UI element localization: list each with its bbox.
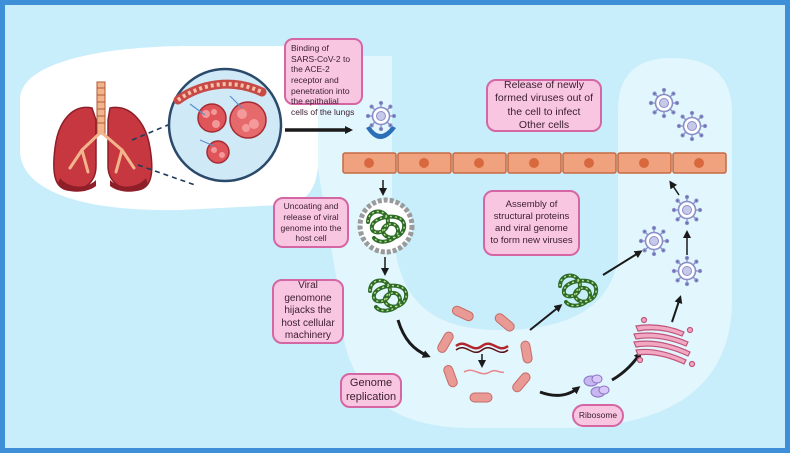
label-uncoating-text: Uncoating and release of viral genome in… [280, 201, 342, 244]
lungs-icon [53, 81, 153, 192]
label-release-text: Release of newly formed viruses out of t… [494, 79, 594, 131]
ace2-receptor-icon [366, 126, 396, 139]
arrow-to-new-virus [602, 250, 643, 276]
arrow-to-golgi [611, 351, 642, 382]
replication-vesicles-icon [437, 305, 533, 403]
label-ribosome: Ribosome [572, 404, 624, 427]
released-virus-icon-1 [648, 87, 680, 119]
label-uncoating: Uncoating and release of viral genome in… [273, 197, 349, 248]
label-hijack: Viral genomone hijacks the host cellular… [272, 279, 344, 344]
ribosome-icon [583, 374, 610, 398]
new-virus-icon-1 [638, 225, 670, 257]
new-virus-icon-3 [671, 194, 703, 226]
rna-strand-icon [455, 342, 509, 350]
arrow-to-ribosome [539, 386, 581, 397]
alveoli-magnified-icon [167, 67, 283, 183]
label-assembly-text: Assembly of structural proteins and vira… [490, 199, 573, 246]
label-replication-text: Genome replication [345, 376, 397, 403]
label-binding: Binding of SARS-CoV-2 to the ACE-2 recep… [284, 38, 363, 117]
rna-copy-icon [463, 369, 505, 375]
label-assembly: Assembly of structural proteins and vira… [483, 190, 580, 256]
golgi-apparatus-icon [633, 316, 696, 368]
u-channel [300, 56, 732, 428]
released-virus-icon-2 [676, 110, 708, 142]
arrow-golgi-to-virus [671, 295, 683, 323]
new-virus-icon-2 [671, 255, 703, 287]
label-release: Release of newly formed viruses out of t… [486, 79, 602, 132]
arrow-to-assembly-genome [529, 304, 563, 331]
epithelial-cell-row [342, 152, 727, 174]
label-ribosome-text: Ribosome [578, 410, 618, 421]
label-replication: Genome replication [340, 373, 402, 408]
uncoating-vesicle-icon [357, 197, 415, 255]
arrow-replication [396, 319, 431, 358]
arrow-virus-exit [669, 180, 680, 196]
label-hijack-text: Viral genomone hijacks the host cellular… [281, 280, 335, 342]
virus-binding-icon [365, 100, 397, 132]
label-binding-text: Binding of SARS-CoV-2 to the ACE-2 recep… [291, 43, 355, 117]
zoom-line-bottom [137, 164, 196, 186]
